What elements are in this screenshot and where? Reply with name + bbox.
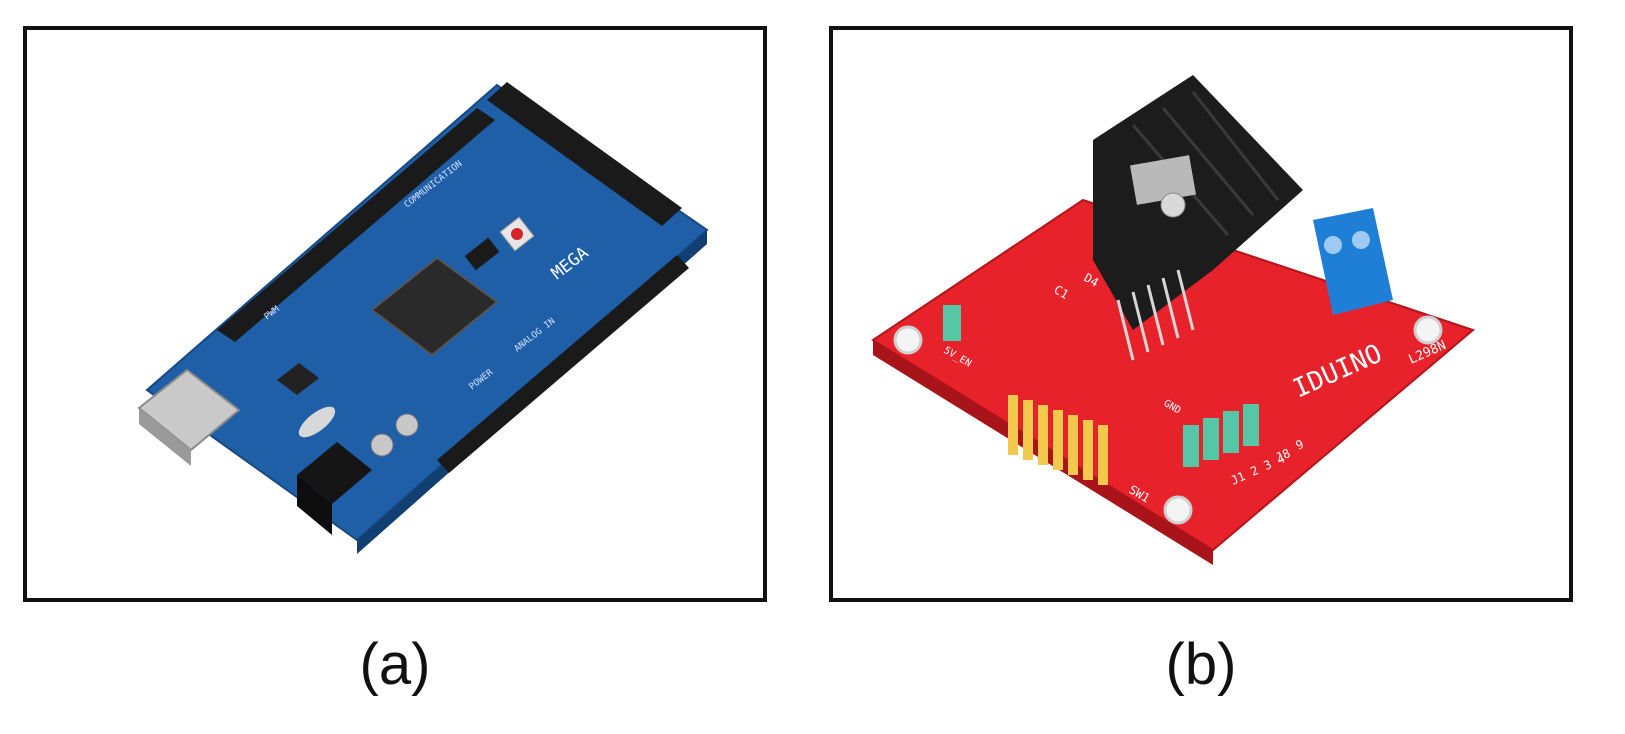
mounting-hole [1163,495,1193,525]
screw-terminal [1313,208,1393,315]
l298n-driver-photo: IDUINO L298N SW1 J1 2 3 4 J8 9 C1 D4 GND… [871,75,1476,565]
reset-button-cap [511,228,523,240]
dc-jack-side [297,475,332,535]
yellow-header-pins [1008,395,1108,485]
terminal-screw [1352,231,1370,249]
figure-panel-b: IDUINO L298N SW1 J1 2 3 4 J8 9 C1 D4 GND… [829,26,1573,602]
usb-b-connector [137,368,241,452]
microcontroller-chip [370,256,499,357]
bottom-header [437,255,689,473]
usb-chip [277,363,319,395]
heatsink-clamp [1129,155,1197,205]
enable-jumper [943,305,961,341]
capacitor [370,433,394,457]
caption-a: (a) [359,632,431,697]
top-header [217,108,495,342]
d4-label: D4 [1082,270,1102,289]
icsp-header [464,237,500,271]
terminal-screw [1324,236,1342,254]
figure-panel-a: MEGA POWER ANALOG IN COMMUNICATION PWM [23,26,767,602]
jumper-block [1183,404,1259,467]
crystal-oscillator [298,406,336,438]
capacitor [395,413,419,437]
j8-label: J8 [1274,446,1293,465]
driver-chip-pins [1116,269,1195,361]
mounting-hole [1413,315,1443,345]
digital-header [487,82,682,226]
c1-label: C1 [1052,282,1072,301]
mounting-hole [893,325,923,355]
heatsink-screw [1160,192,1186,218]
usb-connector-side [139,408,191,466]
arduino-mega-photo: MEGA POWER ANALOG IN COMMUNICATION PWM [137,82,709,554]
dc-power-jack [297,442,372,504]
caption-b: (b) [1165,632,1237,697]
